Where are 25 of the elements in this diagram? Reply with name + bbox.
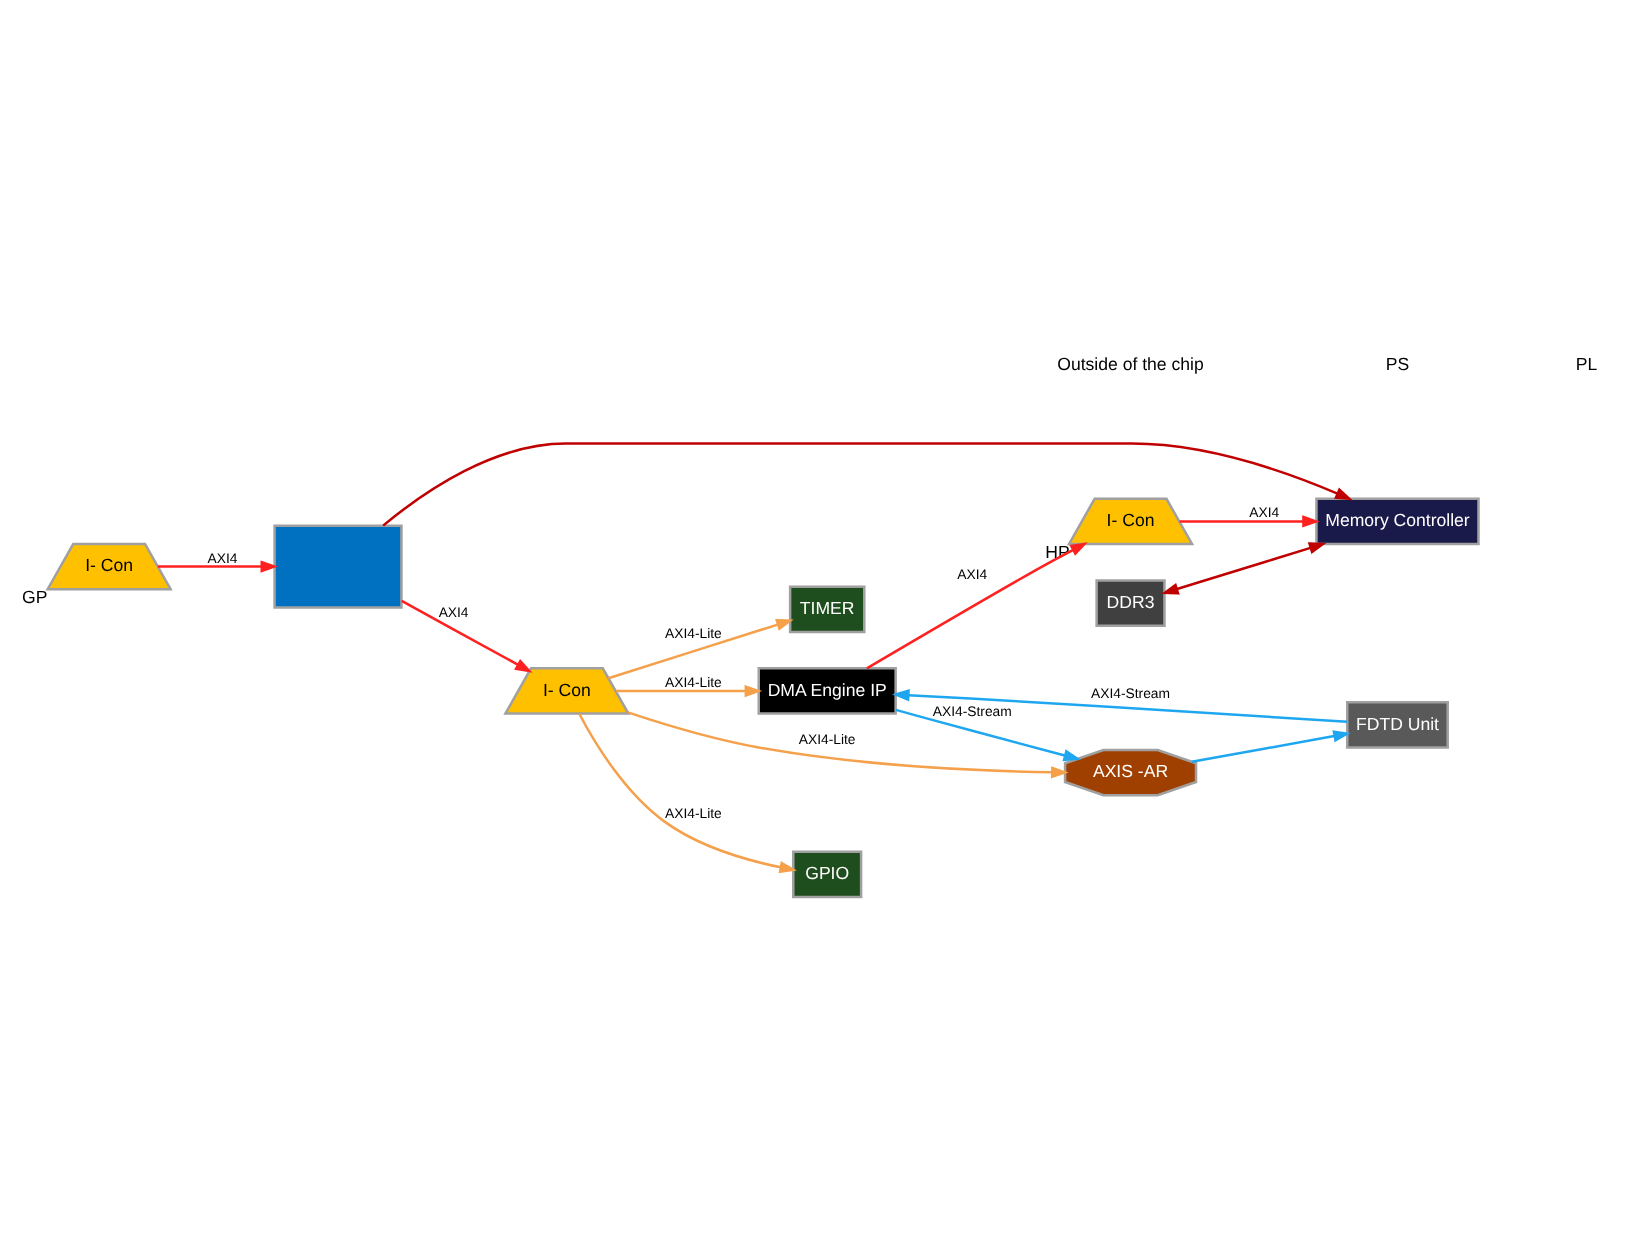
label: PS [1385,353,1410,374]
node-label: GP [22,586,48,607]
arrow [578,712,797,873]
arrow [627,710,1069,778]
node-box: DMA Engine IP [757,666,897,714]
arrow [895,707,1081,761]
node-box: TIMER [788,584,866,633]
node-box: Memory Controller [1315,496,1480,545]
arrow [401,598,533,672]
arrow [382,441,1353,526]
arrow [608,617,794,679]
arrow [891,688,1348,722]
arrow [866,541,1088,669]
node-box: GPIO [792,849,863,898]
node-label: HP [1045,541,1070,562]
node-box [273,523,403,608]
arrow [616,683,763,697]
label: Outside of the chip [1057,353,1204,374]
arrow [1161,541,1327,594]
arrow [1191,729,1351,763]
arrow [1179,514,1320,527]
label: PL [1575,353,1598,374]
node-box: DDR3 [1095,578,1166,626]
node-box: FDTD Unit [1345,700,1449,748]
arrow [157,559,279,572]
